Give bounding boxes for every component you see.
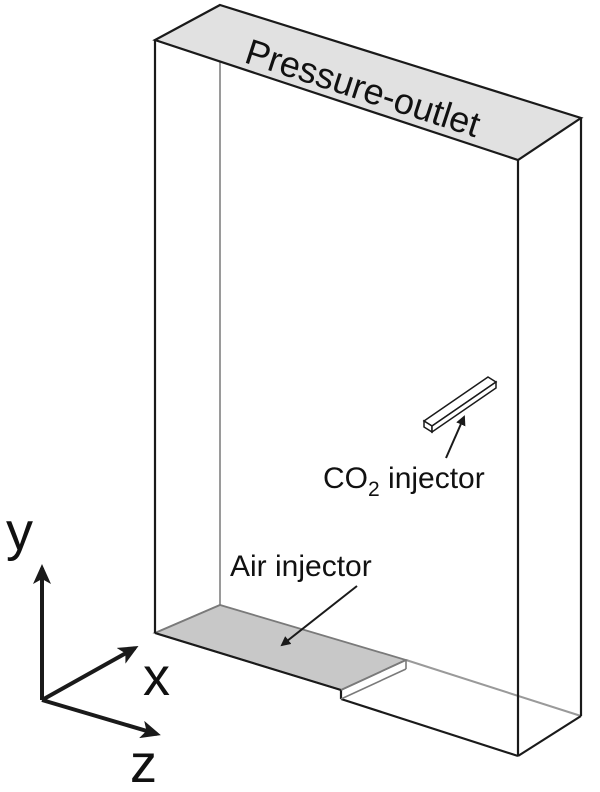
air-injector-label: Air injector [230,550,372,583]
edge-bottom-right [517,715,582,757]
co2-injector-arrow [445,415,466,459]
x-axis-label: x [143,647,170,707]
x-axis-arrow [41,646,139,702]
co2-injector-side [431,380,497,434]
step-edge-lower [340,668,407,700]
co2-injector [422,376,498,434]
z-axis-label: z [130,734,157,792]
visible-edges [153,40,583,758]
edge-front-bottom-right [340,697,519,758]
axes-triad [33,564,161,739]
edge-front-bottom-left [154,631,342,692]
y-axis-label: y [6,502,33,562]
hidden-edge-bottom-right [405,659,582,717]
z-axis-arrow [41,698,161,739]
step-edges [340,659,407,700]
co2-injector-label: CO2 injector [323,462,485,501]
step-edge-upper [340,659,407,691]
air-injector-arrow [280,585,358,647]
co2-injector-top [422,376,498,427]
